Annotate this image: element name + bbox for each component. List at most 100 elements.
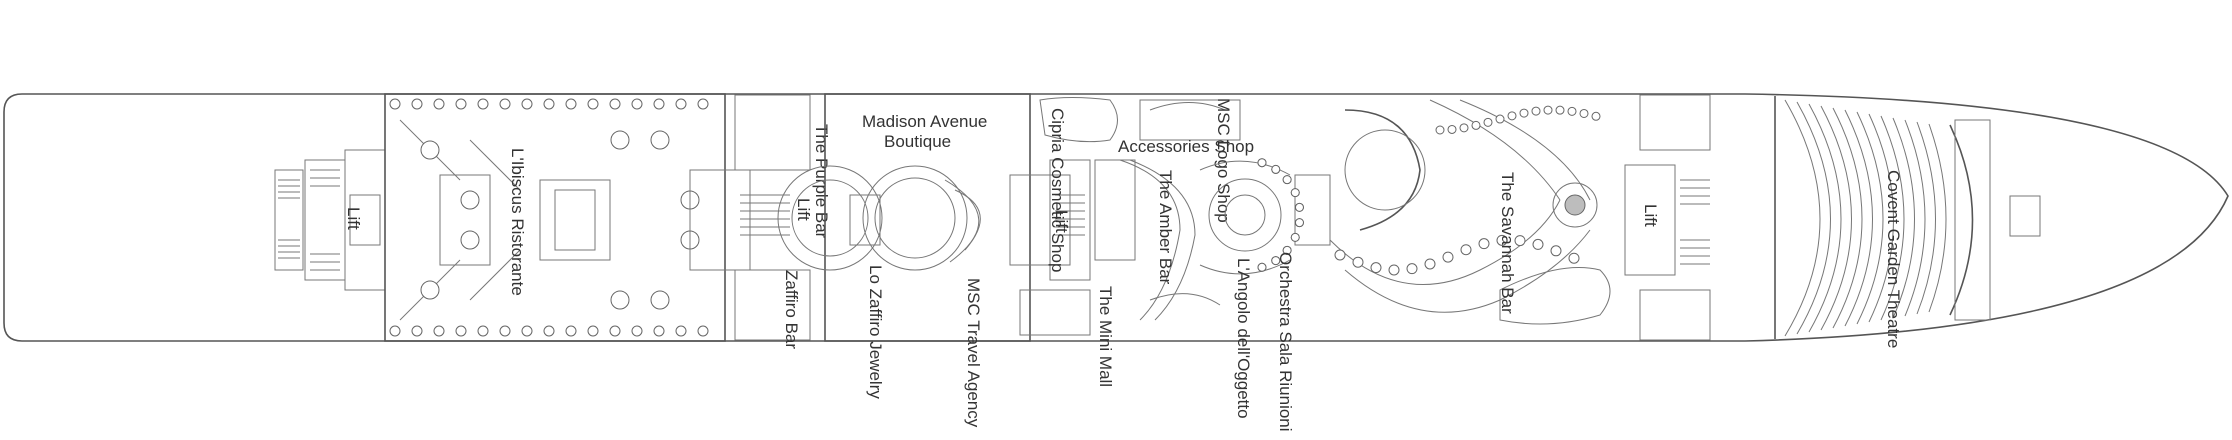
restaurant-table: [697, 98, 709, 110]
theatre-seat-row: [1928, 123, 1947, 313]
round-table: [420, 140, 440, 160]
bar-seat: [1460, 244, 1472, 256]
bar-seat: [1543, 105, 1553, 115]
cipria-label: Cipria Cosmetic Shop: [1048, 108, 1067, 272]
restaurant-table: [631, 325, 643, 337]
bar-seat: [1483, 117, 1493, 127]
lo-zaffiro-label: Lo Zaffiro Jewelry: [866, 265, 885, 399]
bar-zone-aft: [689, 94, 811, 341]
restaurant-table: [389, 98, 401, 110]
restaurant-table: [565, 325, 577, 337]
bar-seat: [1568, 252, 1580, 264]
madison-boutique-label: Boutique: [884, 132, 951, 151]
aft-lift-block: [274, 149, 386, 291]
restaurant-table: [411, 98, 423, 110]
fwd-lift-block: [1624, 94, 1711, 341]
bar-seat: [1591, 111, 1601, 121]
amber-bar-label: The Amber Bar: [1156, 170, 1175, 285]
restaurant-table: [521, 98, 533, 110]
round-table: [610, 130, 630, 150]
atrium-area: [777, 93, 1031, 342]
restaurant-table: [455, 98, 467, 110]
bar-seat: [1442, 251, 1454, 263]
bar-seat: [1514, 235, 1526, 247]
lift-mid-aft-label: Lift: [794, 198, 813, 221]
restaurant-table: [675, 98, 687, 110]
theatre-seat-row: [1856, 111, 1884, 325]
theatre-seat-row: [1808, 103, 1842, 333]
lounge-seat: [1257, 158, 1267, 168]
bar-seat: [1352, 256, 1364, 268]
orchestra-label: Orchestra Sala Riunioni: [1276, 252, 1295, 432]
theatre-seat-row: [1832, 107, 1863, 329]
theatre-label: Covent Garden Theatre: [1884, 170, 1903, 348]
restaurant-table: [455, 325, 467, 337]
theatre-seat-row: [1916, 121, 1936, 315]
restaurant-table: [653, 325, 665, 337]
restaurant-table: [433, 98, 445, 110]
bar-seat: [1370, 262, 1382, 274]
bar-seat: [1495, 114, 1505, 124]
restaurant-table: [521, 325, 533, 337]
hull-outline: [3, 93, 2229, 342]
accessories-label: Accessories Shop: [1118, 137, 1254, 156]
theatre-area: [1774, 96, 2041, 339]
restaurant-table: [565, 98, 577, 110]
mini-mall-label: The Mini Mall: [1096, 286, 1115, 387]
restaurant-table: [631, 98, 643, 110]
bar-seat: [1406, 263, 1418, 275]
bar-seat: [1555, 105, 1565, 115]
restaurant-table: [411, 325, 423, 337]
savannah-area: [1329, 99, 1611, 325]
restaurant-table: [609, 98, 621, 110]
restaurant-table: [477, 98, 489, 110]
restaurant-table: [433, 325, 445, 337]
bar-seat: [1459, 123, 1469, 133]
lift-aft-label: Lift: [344, 207, 363, 230]
bar-seat: [1435, 125, 1445, 135]
restaurant-table: [477, 325, 489, 337]
theatre-seat-row: [1904, 119, 1926, 317]
lift-mid-label: Lift: [1052, 210, 1071, 233]
msc-logo-label: MSC Logo Shop: [1214, 98, 1233, 223]
lounge-seat: [1290, 232, 1300, 242]
restaurant-table: [609, 325, 621, 337]
bar-seat: [1388, 264, 1400, 276]
restaurant-table: [499, 98, 511, 110]
lounge-seat: [1290, 188, 1300, 198]
msc-travel-label: MSC Travel Agency: [964, 278, 983, 428]
restaurant-table: [543, 98, 555, 110]
mid-lift-block: [1009, 159, 1091, 336]
ibiscus-label: L'Ibiscus Ristorante: [508, 148, 527, 296]
lounge-seat: [1282, 245, 1292, 255]
theatre-seat-row: [1868, 113, 1894, 323]
lounge-seat: [1271, 164, 1281, 174]
restaurant-table: [675, 325, 687, 337]
restaurant-table: [697, 325, 709, 337]
lift-fwd-label: Lift: [1641, 204, 1660, 227]
theatre-seat-row: [1892, 117, 1915, 319]
angolo-label: L'Angolo dell'Oggetto: [1234, 258, 1253, 419]
bar-seat: [1550, 245, 1562, 257]
bar-seat: [1579, 108, 1589, 118]
bar-seat: [1531, 106, 1541, 116]
theatre-seat-row: [1880, 115, 1905, 321]
bar-seat: [1471, 120, 1481, 130]
restaurant-table: [587, 325, 599, 337]
restaurant-table: [587, 98, 599, 110]
round-table: [460, 230, 480, 250]
round-table: [420, 280, 440, 300]
bar-seat: [1532, 238, 1544, 250]
theatre-seat-row: [1844, 109, 1873, 327]
bar-seat: [1496, 234, 1508, 246]
bar-seat: [1507, 111, 1517, 121]
bar-seat: [1567, 106, 1577, 116]
round-table: [650, 130, 670, 150]
angolo-lounge: [1199, 158, 1331, 275]
lounge-seat: [1282, 175, 1292, 185]
round-table: [460, 190, 480, 210]
bar-seat: [1478, 238, 1490, 250]
theatre-seat-row: [1784, 99, 1821, 337]
round-table: [650, 290, 670, 310]
theatre-seat-row: [1796, 101, 1831, 335]
